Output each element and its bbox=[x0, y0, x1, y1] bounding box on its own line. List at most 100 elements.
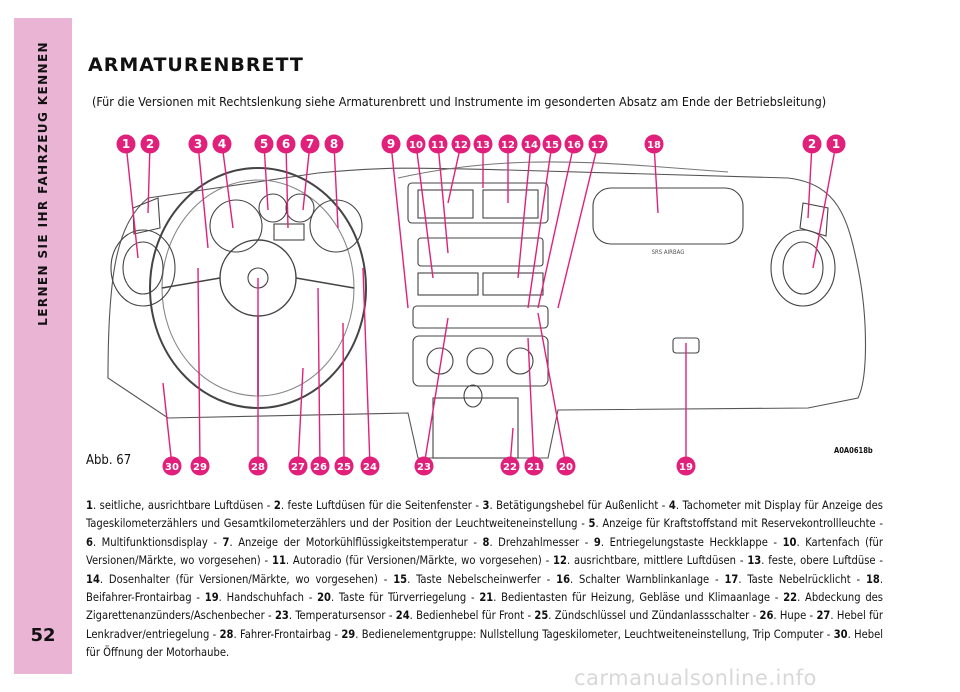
callout-leader bbox=[807, 143, 813, 219]
callout-number: 2 bbox=[808, 137, 816, 151]
multifunction-display bbox=[273, 223, 305, 241]
caption-item: 9. Entriegelungstaste Heckklappe - bbox=[594, 536, 783, 549]
caption-number: 13 bbox=[747, 554, 762, 568]
caption-text: . Hebel für Öffnung der Motorhaube. bbox=[86, 627, 883, 660]
callout-leader bbox=[390, 143, 409, 309]
caption-item: 22. Abdeckung des Zigarettenanzünders/As… bbox=[86, 591, 883, 622]
callout-leader bbox=[415, 143, 434, 279]
callout-leader bbox=[653, 143, 659, 214]
caption-text: . Zündschlüssel und Zündanlassschalter - bbox=[548, 609, 760, 623]
callout-marker bbox=[360, 456, 380, 476]
callout-marker bbox=[276, 134, 296, 154]
callout-marker bbox=[564, 134, 584, 154]
callout-leader bbox=[333, 143, 339, 229]
figure-caption: 1. seitliche, ausrichtbare Luftdüsen - 2… bbox=[86, 497, 883, 663]
caption-item: 6. Multifunktionsdisplay - bbox=[86, 536, 223, 549]
caption-number: 14 bbox=[86, 572, 100, 586]
callout-number: 6 bbox=[282, 137, 290, 151]
caption-text: . Handschuhfach - bbox=[218, 591, 318, 605]
callout-number: 13 bbox=[476, 140, 490, 151]
caption-number: 18 bbox=[865, 572, 880, 586]
caption-item: 10. Kartenfach (für Versionen/Märkte, wo… bbox=[86, 536, 883, 567]
callout-marker bbox=[500, 456, 520, 476]
caption-item: 4. Tachometer mit Display für Anzeige de… bbox=[86, 499, 883, 530]
callout-marker bbox=[802, 134, 822, 154]
figure-label: Abb. 67 bbox=[86, 453, 132, 468]
callout-leader bbox=[197, 143, 209, 249]
callout-leader bbox=[812, 143, 837, 269]
fuel-gauge bbox=[258, 193, 288, 223]
callout-number: 12 bbox=[454, 140, 468, 151]
callout-number: 3 bbox=[194, 137, 202, 151]
caption-number: 28 bbox=[219, 627, 234, 641]
caption-item: 3. Betätigungshebel für Außenlicht - bbox=[483, 499, 669, 512]
callout-number: 22 bbox=[503, 462, 517, 473]
callout-number: 12 bbox=[501, 140, 515, 151]
callout-number: 18 bbox=[647, 140, 661, 151]
callout-leader bbox=[342, 322, 345, 467]
callout-marker bbox=[116, 134, 136, 154]
caption-item: 14. Dosenhalter (für Versionen/Märkte, w… bbox=[86, 573, 393, 586]
callout-number: 30 bbox=[165, 462, 179, 473]
callout-number: 27 bbox=[291, 462, 305, 473]
callout-marker bbox=[428, 134, 448, 154]
section-title-text: LERNEN SIE IHR FAHRZEUG KENNEN bbox=[36, 40, 50, 326]
callout-marker bbox=[406, 134, 426, 154]
caption-text: . Entriegelungstaste Heckklappe - bbox=[600, 535, 783, 549]
callout-leader bbox=[285, 143, 289, 229]
caption-item: 1. seitliche, ausrichtbare Luftdüsen - bbox=[86, 499, 274, 512]
caption-text: . Taste Nebelscheinwerfer - bbox=[407, 572, 557, 586]
callout-number: 19 bbox=[679, 462, 693, 473]
caption-item: 25. Zündschlüssel und Zündanlassschalter… bbox=[534, 609, 759, 622]
caption-number: 22 bbox=[783, 591, 798, 605]
callout-number: 26 bbox=[313, 462, 327, 473]
callout-leader bbox=[302, 143, 311, 211]
callout-number: 10 bbox=[409, 140, 423, 151]
right-window-vent bbox=[799, 202, 829, 237]
caption-text: . Schalter Warnblinkanlage - bbox=[570, 572, 725, 586]
caption-item: 17. Taste Nebelrücklicht - bbox=[724, 573, 865, 586]
caption-item: 11. Autoradio (für Versionen/Märkte, wo … bbox=[272, 554, 553, 567]
callout-leader bbox=[437, 143, 449, 254]
caption-number: 12 bbox=[553, 554, 567, 568]
caption-item: 21. Bedientasten für Heizung, Gebläse un… bbox=[479, 591, 783, 604]
caption-number: 7 bbox=[222, 535, 230, 549]
callout-number: 15 bbox=[545, 140, 559, 151]
callout-leader bbox=[517, 143, 532, 279]
callout-marker bbox=[334, 456, 354, 476]
callout-leader bbox=[362, 267, 371, 467]
caption-number: 10 bbox=[782, 535, 797, 549]
callout-marker bbox=[248, 456, 268, 476]
callout-number: 11 bbox=[431, 140, 445, 151]
page-number: 52 bbox=[30, 625, 56, 646]
page-title: ARMATURENBRETT bbox=[88, 54, 304, 76]
callout-number: 1 bbox=[122, 137, 130, 151]
caption-number: 25 bbox=[534, 609, 549, 623]
callout-leader bbox=[147, 143, 151, 214]
watermark: carmanualsonline.info bbox=[574, 666, 817, 690]
map-pocket bbox=[417, 272, 479, 296]
caption-text: . Dosenhalter (für Versionen/Märkte, wo … bbox=[99, 572, 394, 586]
caption-number: 26 bbox=[759, 609, 774, 623]
callout-marker bbox=[324, 134, 344, 154]
callout-marker bbox=[676, 456, 696, 476]
left-side-vent bbox=[110, 229, 176, 307]
caption-item: 2. feste Luftdüsen für die Seitenfenster… bbox=[274, 499, 483, 512]
callout-number: 24 bbox=[363, 462, 377, 473]
switch-panel bbox=[412, 305, 549, 329]
callout-number: 29 bbox=[193, 462, 207, 473]
caption-text: . Betätigungshebel für Außenlicht - bbox=[489, 499, 669, 512]
passenger-airbag-panel bbox=[592, 187, 744, 245]
caption-number: 20 bbox=[317, 591, 331, 605]
callout-leader bbox=[317, 287, 321, 467]
callout-number: 25 bbox=[337, 462, 351, 473]
callout-marker bbox=[473, 134, 493, 154]
callout-leader bbox=[297, 367, 304, 467]
caption-item: 29. Bedienelementgruppe: Nullstellung Ta… bbox=[341, 628, 833, 641]
callout-leader bbox=[527, 143, 553, 309]
dashboard-drawing: SRS AIRBAG bbox=[107, 161, 867, 459]
caption-number: 30 bbox=[833, 627, 848, 641]
caption-text: . Bedienelementgruppe: Nullstellung Tage… bbox=[355, 627, 834, 641]
